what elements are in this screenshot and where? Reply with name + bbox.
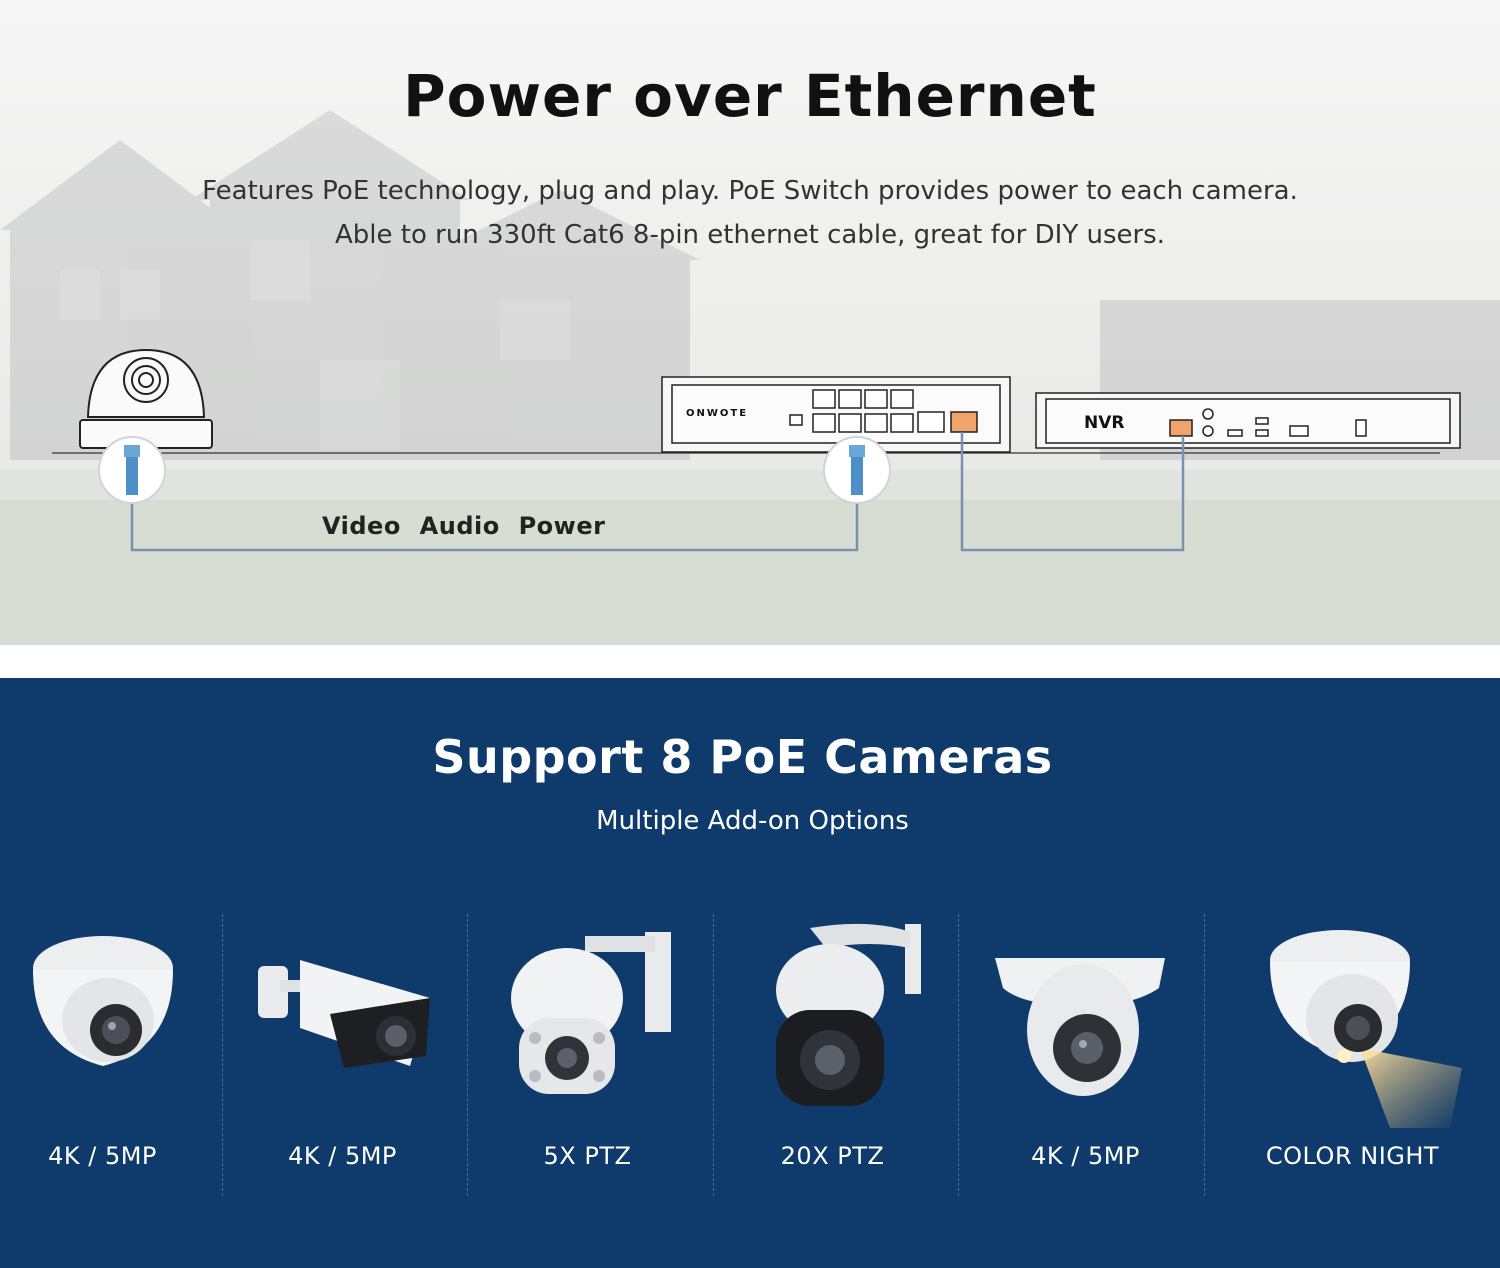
camera-option-ptz-5x[interactable]: 5X PTZ [485,918,690,1198]
divider [222,914,223,1196]
camera-option-turret[interactable]: 4K / 5MP [0,918,205,1198]
ptz-camera-icon [511,932,671,1094]
camera-option-dome[interactable]: 4K / 5MP [983,918,1188,1198]
divider [467,914,468,1196]
switch-brand-label: ONWOTE [686,408,749,419]
support-section: Support 8 PoE Cameras Multiple Add-on Op… [0,678,1500,1268]
camera-label: 4K / 5MP [48,1142,157,1170]
camera-label: 4K / 5MP [1031,1142,1140,1170]
poe-switch-icon [661,376,1011,453]
bullet-camera-icon [258,960,430,1068]
divider [1204,914,1205,1196]
divider [958,914,959,1196]
camera-option-color-night[interactable]: COLOR NIGHT [1240,918,1465,1198]
camera-option-bullet[interactable]: 4K / 5MP [240,918,445,1198]
poe-description-line-2: Able to run 330ft Cat6 8-pin ethernet ca… [334,220,1165,250]
page-title: Power over Ethernet [403,62,1097,130]
ethernet-connector-left-icon [98,436,166,504]
nvr-label: NVR [1084,413,1125,433]
dome-camera-icon [995,958,1165,1096]
poe-section: Power over Ethernet Features PoE technol… [0,0,1500,645]
divider [713,914,714,1196]
nvr-device-icon [1035,392,1461,449]
camera-label: 5X PTZ [543,1142,632,1170]
poe-description-line-1: Features PoE technology, plug and play. … [202,176,1298,206]
camera-label: COLOR NIGHT [1265,1142,1440,1170]
ptz-camera-black-icon [776,923,921,1106]
color-night-turret-icon [1270,930,1462,1128]
connection-label: Video Audio Power [322,512,606,540]
turret-camera-icon [33,936,173,1066]
ethernet-connector-right-icon [823,436,891,504]
camera-label: 4K / 5MP [288,1142,397,1170]
support-title: Support 8 PoE Cameras [432,730,1053,784]
poe-connection-diagram [52,348,1461,552]
camera-option-ptz-20x[interactable]: 20X PTZ [730,918,935,1198]
support-subtitle: Multiple Add-on Options [596,806,909,836]
dome-camera-outline-icon [79,348,213,449]
camera-label: 20X PTZ [780,1142,885,1170]
